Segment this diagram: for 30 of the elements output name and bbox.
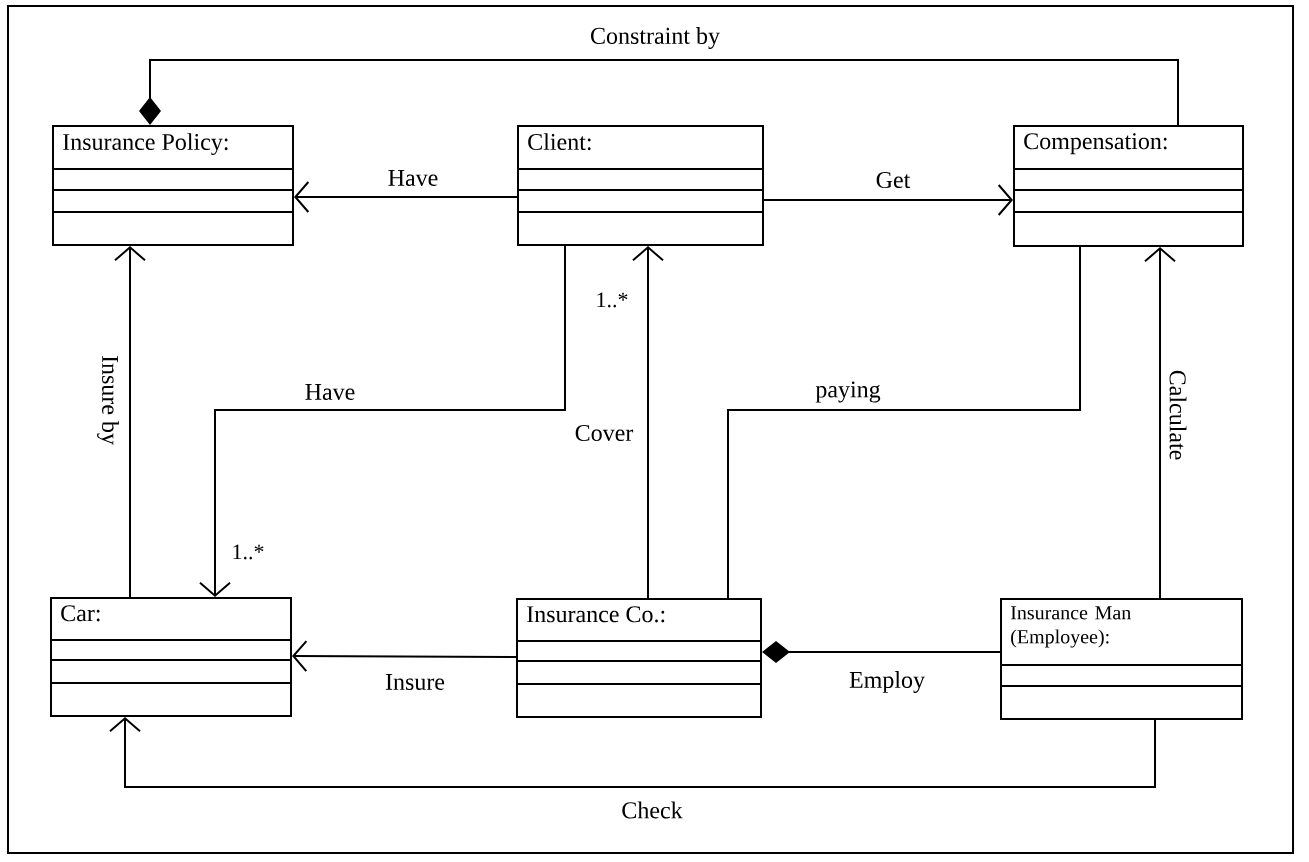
edge-label: Cover <box>572 422 636 444</box>
edge-label: Check <box>619 799 685 821</box>
class-box: Client: <box>516 125 765 246</box>
edge-label: Have <box>385 168 441 188</box>
edge-label: Calculate <box>1167 367 1189 463</box>
association-line <box>292 640 517 673</box>
edge-label: Insure by <box>95 353 121 447</box>
association-line <box>114 246 146 598</box>
association-line <box>139 59 1179 126</box>
association-line <box>109 717 1156 788</box>
edge-label: Get <box>873 169 913 191</box>
association-line <box>294 181 518 213</box>
class-box: Compensation: <box>1012 125 1245 247</box>
association-line <box>632 246 664 599</box>
edge-label: Insure <box>383 672 447 692</box>
multiplicity-label: 1..* <box>597 292 628 308</box>
class-box: Insurance Co.: <box>515 598 763 718</box>
association-line <box>762 641 1001 663</box>
multiplicity-label: 1..* <box>233 544 264 560</box>
edge-label: paying <box>813 379 883 405</box>
class-box: Insurance Policy: <box>51 125 295 246</box>
class-box: Car: <box>49 597 293 717</box>
association-line <box>727 246 1081 599</box>
class-box: Insurance Man (Employee): <box>999 598 1244 720</box>
edge-label: Employ <box>847 669 927 695</box>
association-line <box>199 245 566 597</box>
association-line <box>1144 247 1176 599</box>
edge-label: Have <box>302 382 358 402</box>
association-line <box>763 184 1013 216</box>
edge-label: Constraint by <box>588 25 722 51</box>
